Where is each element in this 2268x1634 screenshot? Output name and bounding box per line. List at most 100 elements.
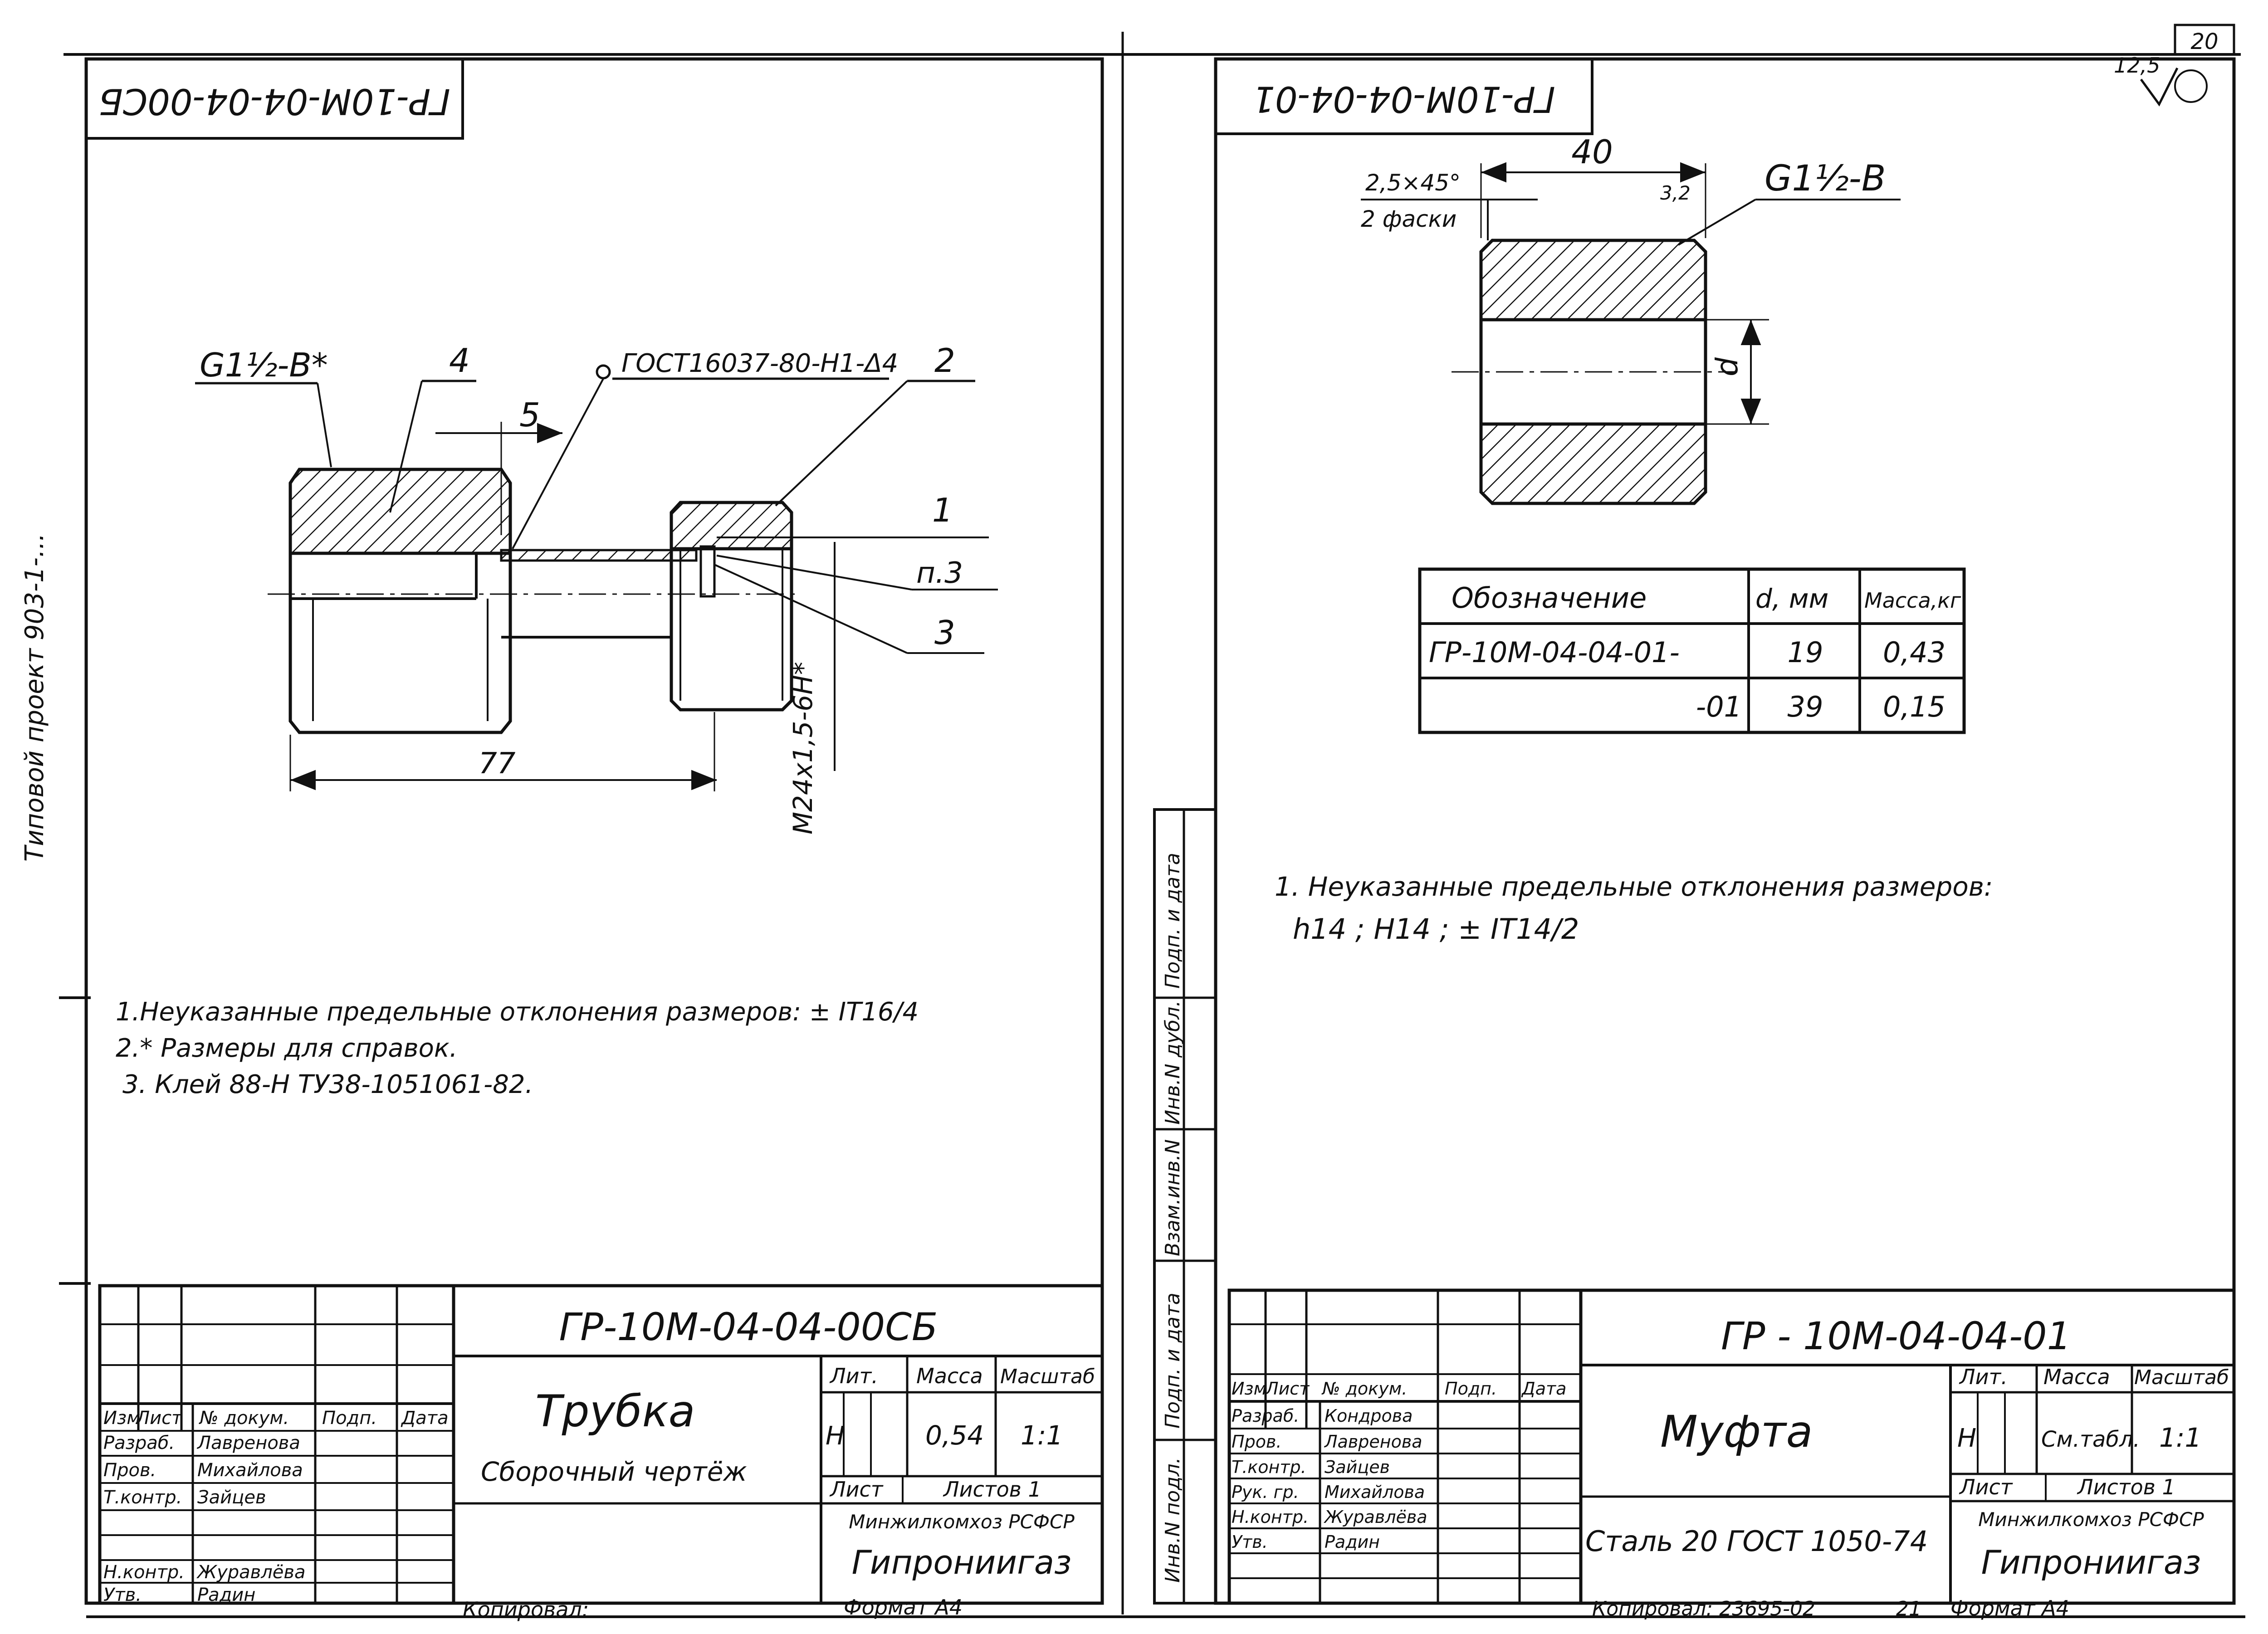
left-stamp-box [85, 58, 464, 140]
tb-cell: Н.контр. [1232, 1507, 1309, 1527]
part-4-label: 4 [449, 341, 470, 380]
left-org1: Минжилкомхоз РСФСР [849, 1511, 1075, 1533]
table-row1-mass: 0,43 [1883, 636, 1945, 669]
left-org2: Гипрониигаз [852, 1543, 1072, 1581]
left-title-block [98, 1284, 1104, 1605]
leader [389, 380, 423, 513]
tb-cell: Радин [1325, 1532, 1380, 1552]
leader [716, 555, 912, 590]
vlabel-inv-podl: Инв.N подл. [1161, 1457, 1184, 1583]
vlabel-vzam: Взам.инв.N [1161, 1139, 1184, 1256]
leader [775, 380, 908, 507]
right-sheets-label: Листов 1 [2077, 1475, 2175, 1499]
left-note-3: 3. Клей 88-Н ТУ38-1051061-82. [122, 1070, 533, 1099]
pipe-section [500, 549, 698, 562]
tb-cell: Михайлова [1325, 1482, 1425, 1502]
left-lit: Н [826, 1421, 845, 1451]
tb-cell: Пров. [103, 1460, 156, 1481]
left-stamp: ГР-10М-04-04-00СБ [98, 81, 450, 122]
left-copied: Копировал: [463, 1597, 589, 1622]
tb-cell: Т.контр. [1232, 1457, 1306, 1477]
designation-table [1418, 567, 1966, 734]
table-header-designation: Обозначение [1452, 581, 1647, 615]
tb-cell: Лавренова [196, 1433, 300, 1454]
right-stamp-box [1214, 58, 1593, 135]
weld-symbol [596, 364, 611, 380]
right-h-lit: Лит. [1959, 1365, 2008, 1389]
nut-4-section [288, 468, 512, 555]
right-sheet-label: Лист [1959, 1475, 2013, 1499]
right-part-name: Муфта [1660, 1406, 1813, 1457]
tb-cell: Разраб. [103, 1433, 175, 1454]
tb-cell: Дата [401, 1408, 449, 1429]
left-doc-type: Сборочный чертёж [481, 1456, 747, 1487]
left-sheet-label: Лист [829, 1477, 884, 1502]
tb-cell: Зайцев [197, 1487, 266, 1508]
tb-cell: Утв. [1232, 1532, 1268, 1552]
rough-label: 3,2 [1660, 182, 1691, 204]
p3-label: п.3 [916, 556, 963, 590]
chamfer-label-1: 2,5×45° [1365, 170, 1461, 196]
tb-cell: Михайлова [197, 1460, 303, 1481]
vlabel-podp-data-2: Подп. и дата [1161, 853, 1184, 989]
side-text: Типовой проект 903-1-... [20, 533, 49, 862]
right-copied: Копировал: 23695-02 [1592, 1597, 1815, 1620]
nut-2-section [670, 501, 793, 551]
part-1-label: 1 [932, 491, 953, 529]
coupling-bottom-section [1479, 422, 1707, 505]
tb-cell: Т.контр. [103, 1487, 182, 1508]
leader [714, 564, 908, 654]
left-tb-rows: Изм Лист № докум. Подп. Дата Разраб. Лав… [103, 1408, 449, 1605]
right-scale: 1:1 [2159, 1422, 2201, 1453]
right-note-1: 1. Неуказанные предельные отклонения раз… [1275, 871, 1993, 902]
roughness-mark: 12,5 [2114, 53, 2160, 78]
part-2-label: 2 [934, 341, 955, 380]
vlabel-podp-data: Подп. и дата [1161, 1293, 1184, 1429]
right-stamp: ГР-10М-04-04-01 [1252, 78, 1555, 119]
roughness-circle-icon [2174, 69, 2208, 103]
right-h-mass: Масса [2043, 1365, 2110, 1389]
table-header-mass: Масса,кг [1864, 588, 1961, 613]
right-title-block [1227, 1288, 2236, 1605]
tb-cell: Кондрова [1325, 1406, 1413, 1426]
left-mass: 0,54 [925, 1420, 984, 1451]
tb-cell: Подп. [1445, 1379, 1497, 1399]
m24-label: М24х1,5-6Н* [787, 662, 818, 834]
left-part-name: Трубка [535, 1386, 695, 1437]
tb-cell: Утв. [103, 1585, 142, 1605]
table-header-d: d, мм [1755, 583, 1828, 614]
tb-cell: Радин [197, 1585, 255, 1605]
page-number-box [2174, 24, 2235, 56]
page-number: 20 [2190, 29, 2218, 54]
left-format: Формат А4 [844, 1595, 963, 1619]
tb-cell: № докум. [199, 1408, 289, 1429]
right-format: Формат А4 [1950, 1596, 2069, 1620]
tb-cell: Рук. гр. [1232, 1482, 1299, 1502]
roughness-check-icon [2140, 67, 2179, 107]
leader [512, 378, 604, 549]
d-label: d [1710, 357, 1745, 376]
right-code: ГР - 10М-04-04-01 [1721, 1314, 2071, 1358]
right-thread-label: G1½-B [1765, 158, 1886, 199]
left-thread-label: G1½-B* [200, 346, 328, 384]
tb-cell: Зайцев [1325, 1457, 1390, 1477]
left-note-2: 2.* Размеры для справок. [116, 1034, 458, 1063]
right-tb-rows: Изм Лист № докум. Подп. Дата Разраб. Кон… [1232, 1379, 1566, 1552]
right-lit: Н [1957, 1424, 1976, 1453]
table-row2-d: 39 [1788, 690, 1823, 723]
chamfer-label-2: 2 фаски [1361, 206, 1457, 232]
left-h-lit: Лит. [829, 1364, 878, 1388]
tb-cell: Дата [1521, 1379, 1566, 1399]
tb-cell: Подп. [322, 1408, 377, 1429]
right-mass: См.табл. [2041, 1427, 2140, 1452]
tb-cell: Лавренова [1324, 1432, 1422, 1452]
part-3-label: 3 [934, 614, 955, 652]
vlabel-inv-dubl: Инв.N дубл. [1161, 1000, 1184, 1125]
right-h-scale: Масштаб [2134, 1366, 2229, 1389]
right-material: Сталь 20 ГОСТ 1050-74 [1585, 1525, 1928, 1558]
dim-77-label: 77 [479, 747, 516, 780]
left-code: ГР-10М-04-04-00СБ [559, 1305, 938, 1349]
right-sheet-no: 21 [1896, 1597, 1921, 1620]
right-org2: Гипрониигаз [1981, 1543, 2201, 1581]
